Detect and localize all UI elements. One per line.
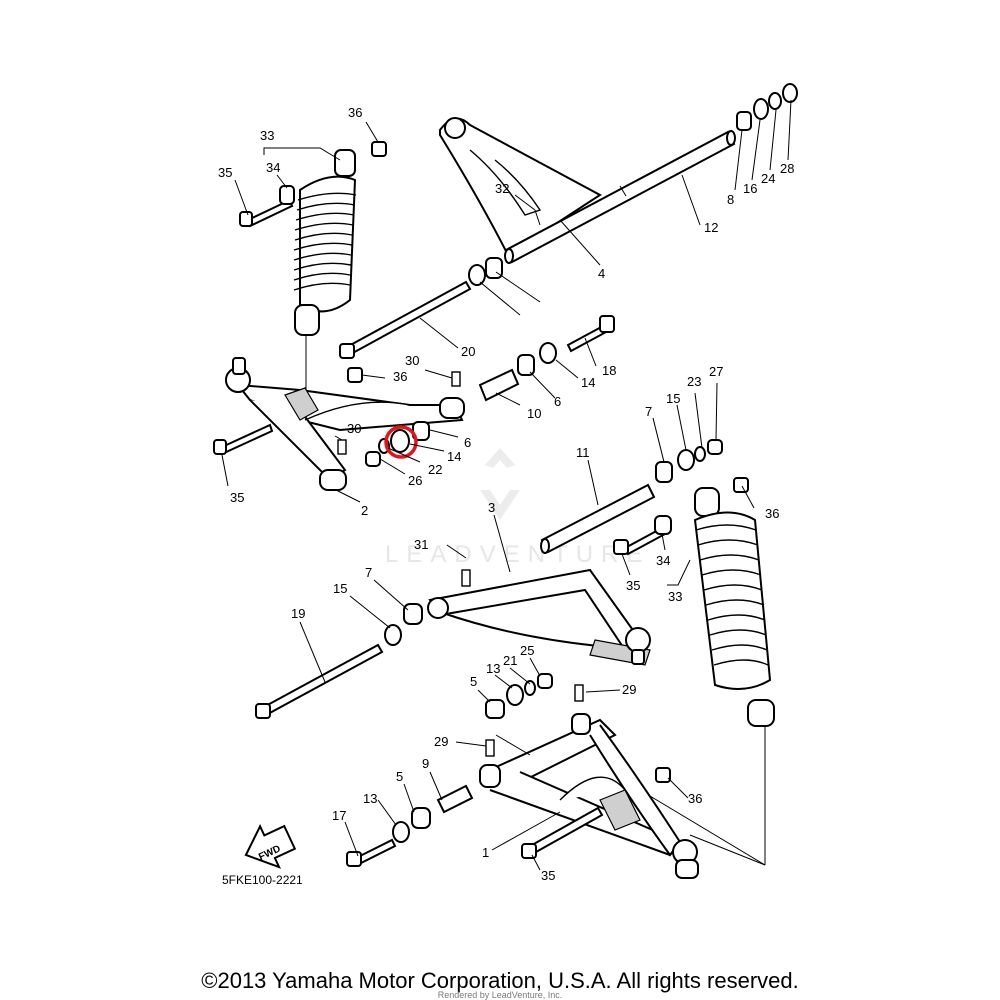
callout-label: 8: [727, 192, 734, 207]
callout-label: 34: [266, 160, 280, 175]
callout-label: 36: [348, 105, 362, 120]
bolt-20: [339, 280, 472, 359]
highlight-ring-part-14: [384, 425, 418, 459]
nut-36-right: [733, 477, 749, 493]
callout-label: 33: [260, 128, 274, 143]
watermark: LEADVENTURE: [385, 448, 650, 568]
callout-label: 22: [428, 462, 442, 477]
shaft-11: [540, 483, 656, 554]
callout-label: 19: [291, 606, 305, 621]
bolt-35-mid-right: [613, 515, 672, 556]
callout-label: 18: [602, 363, 616, 378]
bolt-35-lower: [521, 806, 604, 859]
arm-2: [213, 357, 465, 491]
callout-label: 5: [470, 674, 477, 689]
arm-1: [479, 684, 699, 879]
callout-label: 11: [576, 445, 590, 460]
bushings-8-16-24-28-top: [468, 83, 798, 286]
callout-label: 14: [581, 375, 595, 390]
bushings-7-15-left: [384, 603, 423, 646]
bushings-9-5-13-lower: [392, 784, 474, 843]
callout-label: 36: [765, 506, 779, 521]
watermark-flame-icon: [485, 448, 515, 468]
callout-label: 29: [622, 682, 636, 697]
callout-label: 30: [347, 421, 361, 436]
shaft-12: [504, 130, 736, 264]
callout-label: 5: [396, 769, 403, 784]
callout-label: 3: [488, 500, 495, 515]
callout-label: 10: [527, 406, 541, 421]
callout-label: 6: [464, 435, 471, 450]
bushings-10-6-14: [478, 315, 615, 402]
shock-absorber-33-right: [639, 487, 775, 866]
bolt-17: [346, 838, 397, 867]
callout-label: 7: [645, 404, 652, 419]
callout-label: 15: [666, 391, 680, 406]
callout-label: 17: [332, 808, 346, 823]
diagram-code: 5FKE100-2221: [222, 873, 303, 887]
callout-label: 28: [780, 161, 794, 176]
bolt-19: [255, 643, 384, 719]
callout-label: 16: [743, 181, 757, 196]
callout-labels: 36 33 34 35 32 12 4 8 16 24 28 20 30 36 …: [218, 105, 794, 883]
callout-label: 35: [541, 868, 555, 883]
callout-label: 9: [422, 756, 429, 771]
callout-label: 30: [405, 353, 419, 368]
watermark-text: LEADVENTURE: [385, 541, 650, 568]
arm-3: [427, 568, 651, 666]
callout-label: 35: [230, 490, 244, 505]
callout-label: 6: [554, 394, 561, 409]
callout-label: 33: [668, 589, 682, 604]
callout-label: 15: [333, 581, 347, 596]
nut-36-top: [371, 141, 387, 157]
watermark-v-icon: [480, 490, 520, 520]
callout-label: 31: [414, 537, 428, 552]
rendered-by-notice: Rendered by LeadVenture, Inc.: [437, 990, 563, 1000]
callout-label: 34: [656, 553, 670, 568]
callout-label: 1: [482, 845, 489, 860]
callout-label: 36: [688, 791, 702, 806]
callout-label: 12: [704, 220, 718, 235]
bushings-5-13-21-25: [485, 673, 553, 719]
callout-label: 13: [486, 661, 500, 676]
callout-label: 27: [709, 364, 723, 379]
bushings-7-15-23-27: [655, 439, 723, 483]
shock-absorber-33-left: [293, 149, 357, 395]
callout-label: 36: [393, 369, 407, 384]
callout-label: 35: [218, 165, 232, 180]
nut-36-mid: [347, 367, 363, 383]
callout-label: 24: [761, 171, 775, 186]
callout-label: 2: [361, 503, 368, 518]
callout-label: 35: [626, 578, 640, 593]
callout-label: 21: [503, 653, 517, 668]
leader-lines: [221, 99, 792, 871]
upper-arm-4: [439, 117, 602, 257]
nut-36-lower: [655, 767, 671, 783]
callout-label: 14: [447, 449, 461, 464]
callout-label: 29: [434, 734, 448, 749]
fwd-arrow: FWD: [244, 824, 297, 869]
callout-label: 4: [598, 266, 605, 281]
callout-label: 20: [461, 344, 475, 359]
callout-label: 26: [408, 473, 422, 488]
callout-label: 7: [365, 565, 372, 580]
callout-label: 25: [520, 643, 534, 658]
callout-label: 13: [363, 791, 377, 806]
bushings-6-14-22-26-lower: [365, 421, 430, 467]
callout-label: 32: [495, 181, 509, 196]
callout-label: 23: [687, 374, 701, 389]
bolt-35-top: [239, 185, 295, 228]
copyright-notice: ©2013 Yamaha Motor Corporation, U.S.A. A…: [201, 968, 799, 993]
